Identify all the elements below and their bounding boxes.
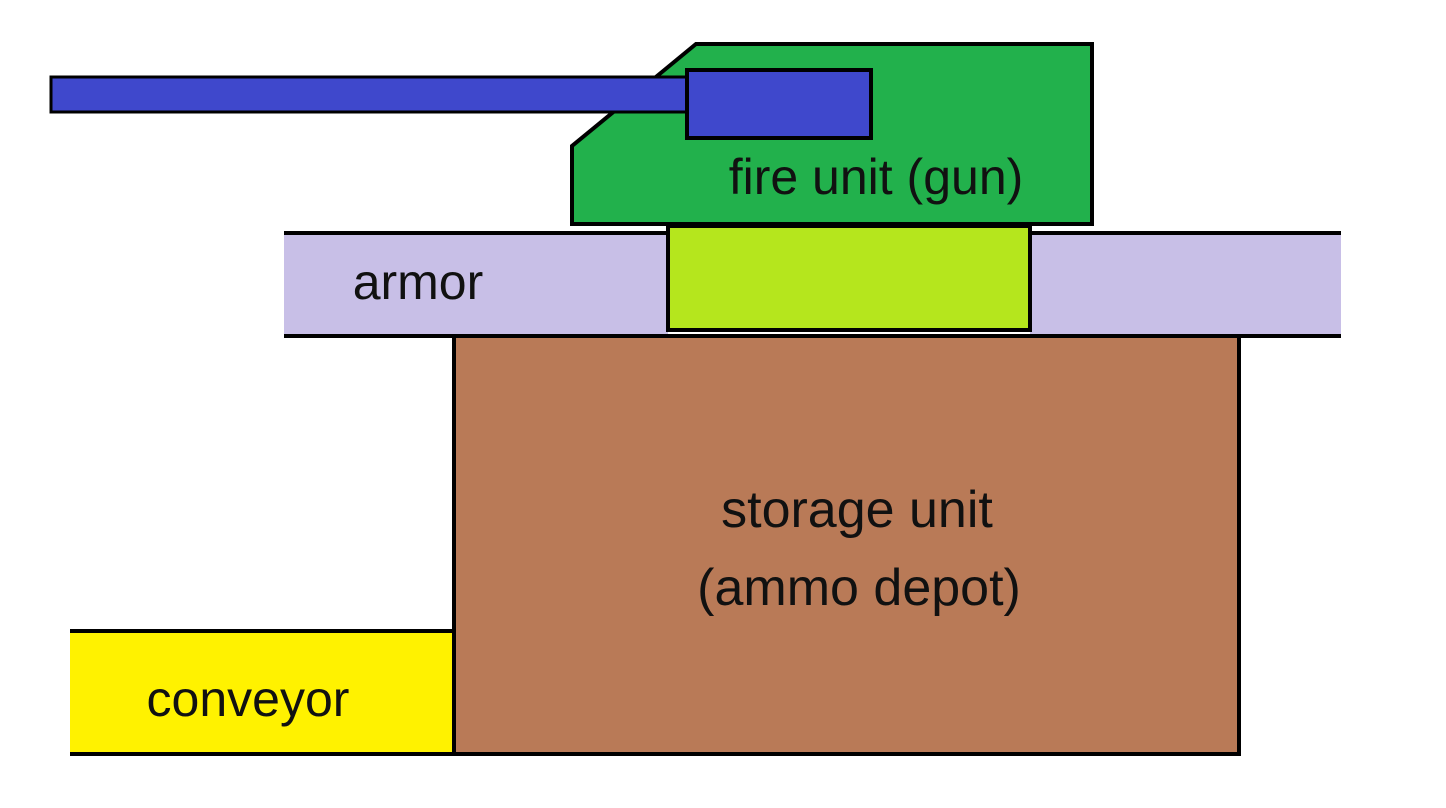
gun-barrel bbox=[49, 75, 693, 114]
armor-band-right bbox=[1030, 233, 1341, 336]
armor-label: armor bbox=[353, 254, 484, 310]
conveyor-label: conveyor bbox=[147, 671, 350, 727]
conveyor-block bbox=[70, 631, 454, 754]
storage-unit-label: storage unit bbox=[721, 481, 993, 539]
gun-breech bbox=[685, 68, 873, 140]
armor-band-left bbox=[284, 233, 668, 336]
fire-unit-label: fire unit (gun) bbox=[729, 149, 1024, 205]
armor-hatch bbox=[666, 224, 1032, 332]
ammo-depot-label: (ammo depot) bbox=[697, 559, 1021, 617]
conveyor-outline bbox=[70, 629, 456, 756]
storage-unit-block bbox=[452, 334, 1241, 756]
